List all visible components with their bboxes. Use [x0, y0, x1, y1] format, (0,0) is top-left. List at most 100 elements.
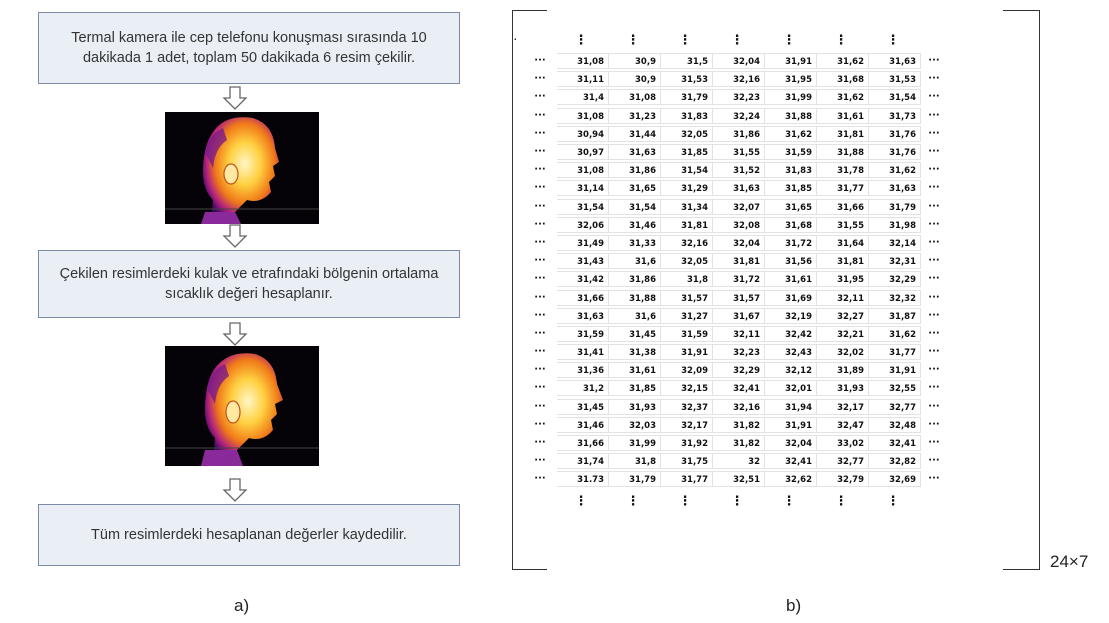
matrix-cell: 31,93 — [817, 380, 869, 397]
matrix-spacer — [527, 33, 557, 49]
horizontal-ellipsis: ··· — [534, 346, 546, 358]
matrix-cell: 31,38 — [609, 344, 661, 361]
matrix-cell: 31,77 — [661, 471, 713, 488]
matrix-cell: 31,92 — [661, 435, 713, 452]
matrix-cell: 31,65 — [609, 180, 661, 197]
matrix-cell: 31,49 — [557, 234, 609, 251]
matrix-cell: 31,62 — [817, 53, 869, 70]
matrix-cell: 32,32 — [869, 289, 921, 306]
horizontal-ellipsis: ··· — [928, 455, 940, 467]
matrix-cell: 31,61 — [817, 107, 869, 124]
matrix-cell: 32,77 — [817, 453, 869, 470]
flow-step-1: Termal kamera ile cep telefonu konuşması… — [38, 12, 460, 84]
matrix-cell: 31,45 — [609, 325, 661, 342]
matrix-cell: 31,85 — [765, 180, 817, 197]
thermal-image-1 — [165, 112, 319, 224]
matrix-cell: 32,19 — [765, 307, 817, 324]
matrix-cell: 32,07 — [713, 198, 765, 215]
matrix-cell: 31,89 — [817, 362, 869, 379]
matrix-cell: 31,33 — [609, 234, 661, 251]
matrix-cell: 32,69 — [869, 471, 921, 488]
horizontal-ellipsis: ··· — [928, 73, 940, 85]
matrix-cell: 32,16 — [713, 398, 765, 415]
vertical-ellipsis: ⋮ — [782, 493, 796, 509]
matrix-cell: 32,11 — [713, 325, 765, 342]
horizontal-ellipsis: ··· — [534, 309, 546, 321]
matrix-cell: 32,16 — [661, 234, 713, 251]
matrix-dimension-label: 24×7 — [1050, 552, 1089, 571]
matrix-cell: 32,55 — [869, 380, 921, 397]
vertical-ellipsis: ⋮ — [834, 493, 848, 509]
horizontal-ellipsis: ··· — [928, 164, 940, 176]
matrix-cell: 31,83 — [661, 107, 713, 124]
matrix-cell: 31,36 — [557, 362, 609, 379]
horizontal-ellipsis: ··· — [534, 437, 546, 449]
matrix-cell: 31,8 — [609, 453, 661, 470]
down-arrow-icon — [222, 322, 248, 346]
matrix-cell: 32,14 — [869, 234, 921, 251]
horizontal-ellipsis: ··· — [928, 236, 940, 248]
matrix-cell: 32,17 — [661, 416, 713, 433]
matrix-cell: 31,81 — [817, 253, 869, 270]
matrix-cell: 31,82 — [713, 435, 765, 452]
matrix-cell: 31,86 — [609, 271, 661, 288]
horizontal-ellipsis: ··· — [534, 55, 546, 67]
horizontal-ellipsis: ··· — [534, 127, 546, 139]
matrix-cell: 31,62 — [817, 89, 869, 106]
matrix-bottom-ellipsis-row: ⋮⋮⋮⋮⋮⋮⋮ — [527, 489, 951, 515]
matrix-cell: 31,91 — [765, 416, 817, 433]
horizontal-ellipsis: ··· — [928, 182, 940, 194]
matrix-cell: 32,06 — [557, 216, 609, 233]
matrix-cell: 31,45 — [557, 398, 609, 415]
caption-a: a) — [234, 596, 250, 615]
horizontal-ellipsis: ··· — [534, 218, 546, 230]
matrix-cell: 31,55 — [817, 216, 869, 233]
matrix-cell: 32,62 — [765, 471, 817, 488]
matrix-cell: 31,76 — [869, 144, 921, 161]
matrix-cell: 31,94 — [765, 398, 817, 415]
matrix-cell: 32,15 — [661, 380, 713, 397]
horizontal-ellipsis: ··· — [534, 364, 546, 376]
matrix-cell: 31,83 — [765, 162, 817, 179]
matrix-cell: 32,03 — [609, 416, 661, 433]
matrix-cell: 32,29 — [713, 362, 765, 379]
matrix-cell: 32,02 — [817, 344, 869, 361]
horizontal-ellipsis: ··· — [928, 218, 940, 230]
flow-step-2-text: Çekilen resimlerdeki kulak ve etrafındak… — [59, 266, 439, 302]
horizontal-ellipsis: ··· — [534, 291, 546, 303]
matrix-cell: 31,63 — [609, 144, 661, 161]
matrix-cell: 32,08 — [713, 216, 765, 233]
matrix-cell: 31,56 — [765, 253, 817, 270]
horizontal-ellipsis: ··· — [928, 309, 940, 321]
matrix-cell: 31,77 — [869, 344, 921, 361]
matrix-cell: 32,77 — [869, 398, 921, 415]
down-arrow-icon — [222, 224, 248, 248]
matrix-cell: 31,63 — [713, 180, 765, 197]
matrix-cell: 32,23 — [713, 89, 765, 106]
matrix-cell: 31,78 — [817, 162, 869, 179]
matrix-cell: 32,41 — [869, 435, 921, 452]
matrix-cell: 31,79 — [661, 89, 713, 106]
matrix-cell: 31,53 — [869, 71, 921, 88]
matrix-cell: 31,74 — [557, 453, 609, 470]
matrix-cell: 31,46 — [609, 216, 661, 233]
matrix-cell: 32,04 — [765, 435, 817, 452]
caption-b: b) — [786, 596, 802, 615]
horizontal-ellipsis: ··· — [928, 255, 940, 267]
vertical-ellipsis: ⋮ — [834, 33, 848, 48]
matrix-cell: 31,4 — [557, 89, 609, 106]
flow-step-1-text: Termal kamera ile cep telefonu konuşması… — [71, 30, 427, 66]
matrix-cell: 31,44 — [609, 125, 661, 142]
matrix-cell: 31,8 — [661, 271, 713, 288]
horizontal-ellipsis: ··· — [928, 346, 940, 358]
vertical-ellipsis: ⋮ — [782, 33, 796, 48]
matrix-cell: 31,34 — [661, 198, 713, 215]
matrix-cell: 32,12 — [765, 362, 817, 379]
